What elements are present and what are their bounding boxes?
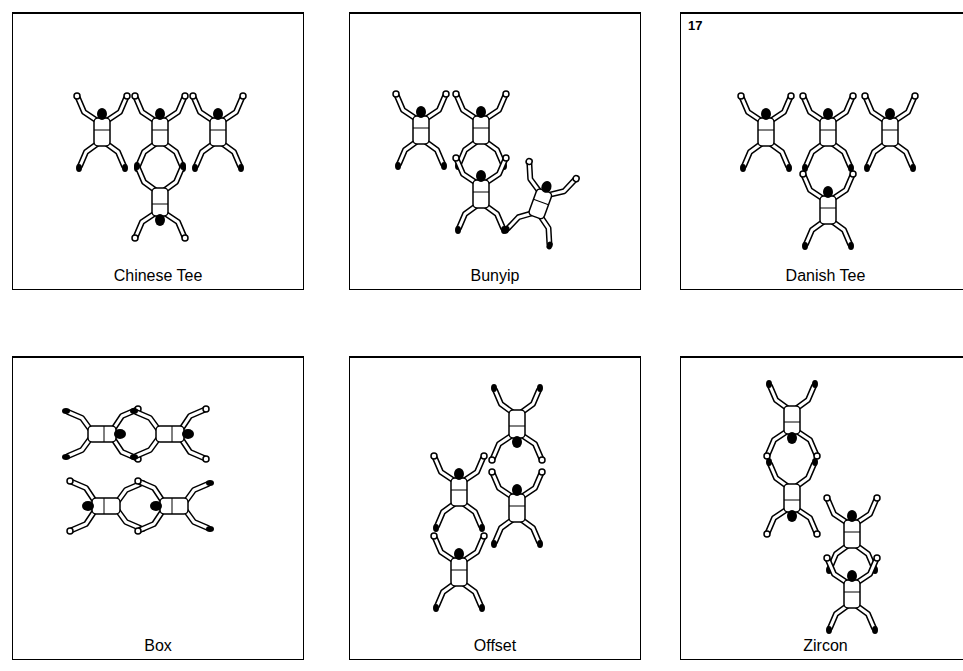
formation-panel: Box (12, 356, 304, 660)
skydiver-figure (130, 406, 209, 462)
skydiver-figure (453, 155, 509, 234)
skydiver-figure (738, 93, 794, 172)
formation-caption: Danish Tee (681, 267, 963, 285)
skydiver-figure (431, 453, 487, 532)
skydiver-figure (132, 93, 188, 172)
skydiver-figure (500, 158, 580, 251)
skydiver-figure (764, 458, 820, 537)
formation-caption: Zircon (681, 637, 963, 655)
formation-caption: Box (13, 637, 303, 655)
skydiver-figure (824, 495, 880, 574)
formation-panel: Danish Tee (680, 12, 963, 290)
formation-panel: Offset (349, 356, 641, 660)
skydiver-figure (862, 93, 918, 172)
skydiver-figure (453, 91, 509, 170)
skydiver-figure (135, 478, 214, 534)
skydiver-figure (74, 93, 130, 172)
formation-panel: Bunyip (349, 12, 641, 290)
skydiver-figure (393, 91, 449, 170)
skydiver-figure (431, 533, 487, 612)
formation-caption: Bunyip (350, 267, 640, 285)
skydiver-figure (489, 469, 545, 548)
formation-caption: Offset (350, 637, 640, 655)
skydiver-figure (824, 555, 880, 634)
formation-panel: Chinese Tee (12, 12, 304, 290)
skydiver-figure (132, 162, 188, 241)
formation-caption: Chinese Tee (13, 267, 303, 285)
skydiver-figure (62, 406, 141, 462)
skydiver-figure (800, 93, 856, 172)
skydiver-figure (190, 93, 246, 172)
skydiver-figure (489, 384, 545, 463)
skydiver-figure (800, 171, 856, 250)
page-number: 17 (688, 18, 702, 33)
skydiver-figure (67, 478, 146, 534)
formation-panel: Zircon (680, 356, 963, 660)
skydiver-figure (764, 380, 820, 459)
